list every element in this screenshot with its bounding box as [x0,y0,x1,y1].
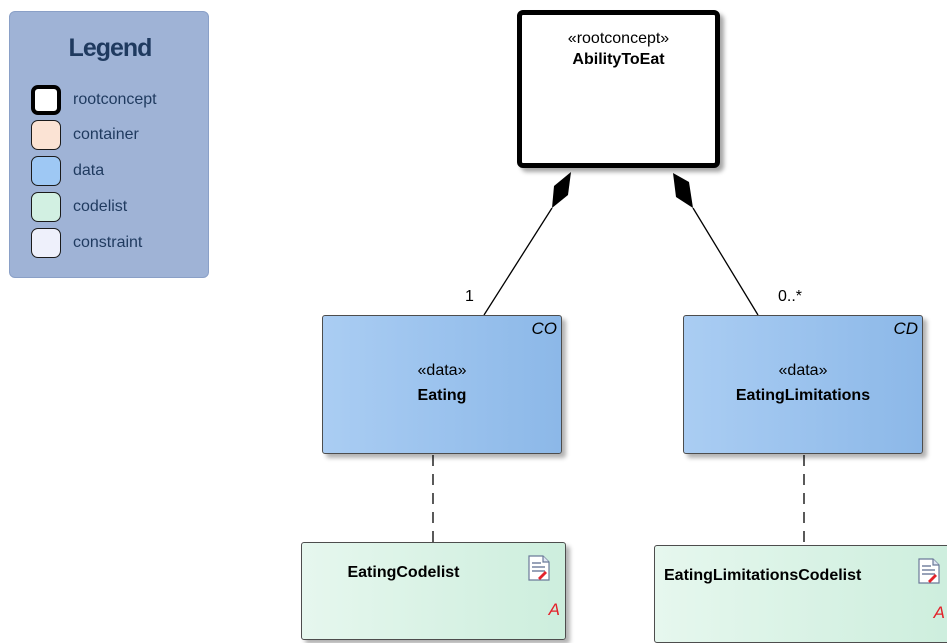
eating-codelist-name: EatingCodelist [347,564,460,581]
codelist-eating[interactable]: EatingCodelist A [301,542,566,640]
codelist-document-icon [528,555,550,581]
legend-item-container: container [31,120,206,150]
limitations-name: EatingLimitations [735,387,871,404]
multiplicity-eating: 1 [465,288,474,305]
root-stereotype: «rootconcept» [567,30,670,47]
legend-label-codelist: codelist [73,198,128,215]
legend-swatch-rootconcept [31,85,61,115]
eating-stereotype: «data» [417,362,467,379]
eating-name: Eating [417,387,467,404]
legend-swatch-codelist [31,192,61,222]
legend-label-constraint: constraint [73,234,143,251]
legend-item-codelist: codelist [31,192,206,222]
eating-corner-label: CO [531,319,558,338]
multiplicity-limitations: 0..* [778,288,803,305]
composition-line-eating[interactable] [483,207,553,316]
composition-diamond-left [552,172,571,208]
codelist-document-icon [918,558,940,584]
data-eating[interactable]: CO «data» Eating [322,315,562,454]
limitations-stereotype: «data» [778,362,828,379]
codelist-eating-limitations[interactable]: EatingLimitationsCodelist A [654,545,947,643]
legend-swatch-container [31,120,61,150]
legend-panel: Legend rootconcept container data codeli… [9,11,209,278]
limitations-codelist-corner-label: A [933,603,945,622]
root-name: AbilityToEat [572,51,665,68]
legend-item-rootconcept: rootconcept [31,85,206,115]
legend-item-data: data [31,156,206,186]
legend-item-constraint: constraint [31,228,206,258]
data-eating-limitations[interactable]: CD «data» EatingLimitations [683,315,923,454]
eating-codelist-corner-label: A [548,600,560,619]
legend-label-data: data [73,162,105,179]
legend-swatch-constraint [31,228,61,258]
legend-label-rootconcept: rootconcept [73,91,157,108]
legend-label-container: container [73,126,139,143]
legend-title: Legend [68,34,153,62]
legend-swatch-data [31,156,61,186]
composition-line-limitations[interactable] [692,207,759,316]
limitations-corner-label: CD [893,319,918,338]
rootconcept-ability-to-eat[interactable]: «rootconcept» AbilityToEat [517,10,720,168]
composition-diamond-right [673,173,693,208]
limitations-codelist-name: EatingLimitationsCodelist [664,567,862,584]
